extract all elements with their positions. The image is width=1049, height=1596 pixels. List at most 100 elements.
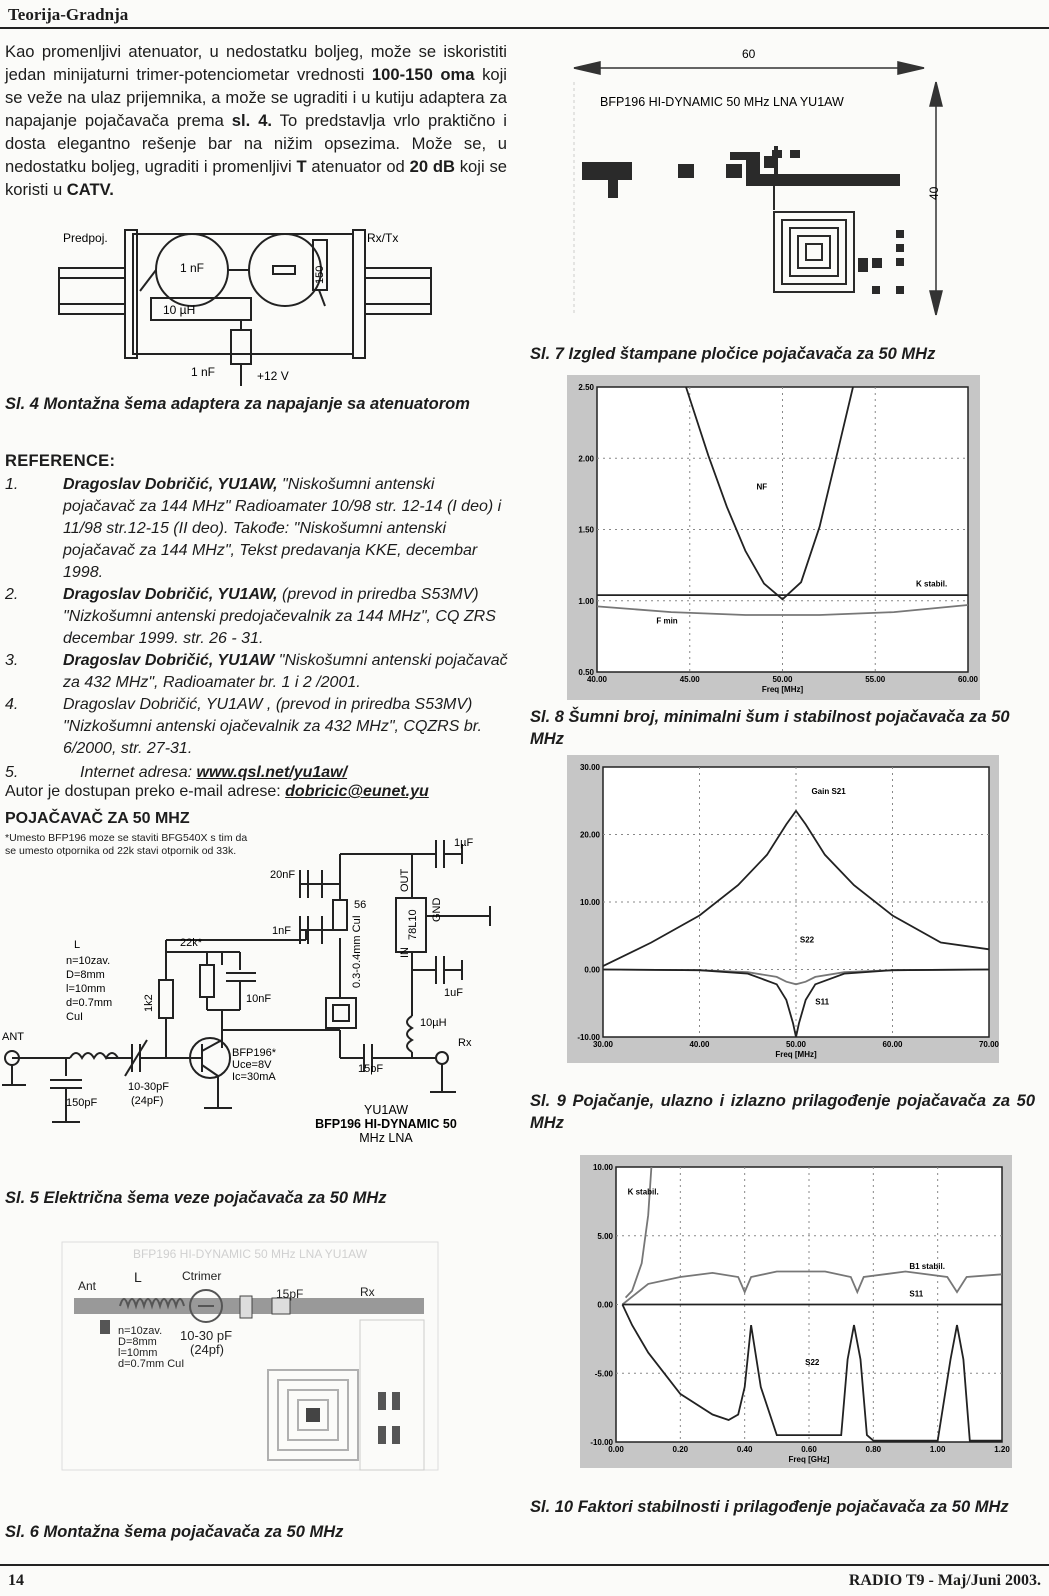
reference-item: 3.Dragoslav Dobričić, YU1AW "Niskošumni … [5, 652, 508, 691]
fig4-cap2-label: 1 nF [191, 365, 215, 379]
fig6-ant-label: Ant [78, 1279, 97, 1293]
x-tick-label: 50.00 [786, 1040, 807, 1049]
fig5-title: MHz LNA [359, 1131, 413, 1145]
fig5-r1k2-label: 1k2 [143, 994, 155, 1012]
series-line [602, 968, 990, 986]
series-label: S22 [805, 1358, 820, 1367]
fig6-ghost-header: BFP196 HI-DYNAMIC 50 MHz LNA YU1AW [133, 1247, 368, 1261]
series-line [624, 1166, 653, 1299]
series-line [596, 604, 969, 616]
fig5-c1uf-label: 1uF [444, 987, 463, 999]
fig6-ctrimer-label: Ctrimer [182, 1269, 221, 1283]
fig5-l10uh-label: 10µH [420, 1017, 447, 1029]
x-tick-label: 50.00 [772, 675, 793, 684]
header-rule [0, 27, 1049, 29]
x-tick-label: 55.00 [865, 675, 886, 684]
section-header: Teorija-Gradnja [8, 5, 129, 24]
fig5-reg-out: OUT [399, 869, 411, 893]
x-tick-label: 60.00 [958, 675, 979, 684]
fig6-l-label: L [134, 1269, 142, 1285]
fig5-l-spec: D=8mm [66, 969, 105, 981]
fig7-dim-height: 40 [927, 186, 941, 200]
fig5-transistor-label: BFP196* [232, 1047, 277, 1059]
fig4-label-in: Predpoj. [63, 231, 108, 245]
fig6-rx-label: Rx [360, 1285, 375, 1299]
fig5-ant-label: ANT [2, 1031, 24, 1043]
x-axis-label: Freq [MHz] [762, 685, 804, 694]
fig5-ctrim2-label: (24pF) [131, 1095, 163, 1107]
fig5-l-spec: n=10zav. [66, 955, 110, 967]
fig5-title: BFP196 HI-DYNAMIC 50 [315, 1117, 457, 1131]
fig5-c150-label: 150pF [66, 1097, 97, 1109]
series-label: K stabil. [916, 580, 947, 589]
series-label: K stabil. [628, 1188, 659, 1197]
website-link[interactable]: www.qsl.net/yu1aw/ [196, 764, 348, 781]
fig9-caption: Sl. 9 Pojačanje, ulazno i izlazno prilag… [530, 1092, 1035, 1132]
fig4-caption: Sl. 4 Montažna šema adaptera za napajanj… [5, 395, 470, 413]
fig6-spec: d=0.7mm CuI [118, 1358, 184, 1370]
reference-item: 4.Dragoslav Dobričić, YU1AW , (prevod in… [5, 696, 482, 757]
fig6-spec: l=10mm [118, 1347, 157, 1359]
fig5-transistor-label: Uce=8V [232, 1059, 272, 1071]
x-tick-label: 60.00 [882, 1040, 903, 1049]
fig5-c20nf-label: 20nF [270, 869, 295, 881]
x-tick-label: 1.20 [994, 1445, 1010, 1454]
y-tick-label: 2.00 [578, 454, 594, 463]
fig7-board-title: BFP196 HI-DYNAMIC 50 MHz LNA YU1AW [600, 95, 844, 109]
fig5-r56-label: 56 [354, 899, 366, 911]
fig5-schematic: ANT Rx L n=10zav. D=8mm l=10mm d=0.7mm C… [2, 837, 491, 1145]
fig4-res-label: 150 [314, 266, 326, 284]
fig5-l-label: L [74, 939, 80, 951]
fig5-rx-label: Rx [458, 1037, 472, 1049]
fig5-c1uf-label: 1µF [454, 837, 473, 849]
fig5-l-spec: CuI [66, 1011, 83, 1023]
y-tick-label: 10.00 [593, 1163, 614, 1172]
y-tick-label: -10.00 [577, 1033, 600, 1042]
series-line [685, 386, 854, 601]
y-tick-label: -10.00 [590, 1438, 613, 1447]
fig6-c15-label: 15pF [276, 1287, 303, 1301]
fig7-dim-width: 60 [742, 47, 756, 61]
x-tick-label: 40.00 [587, 675, 608, 684]
x-tick-label: 30.00 [593, 1040, 614, 1049]
fig5-c15pf-label: 15pF [358, 1063, 383, 1075]
email-link[interactable]: dobricic@eunet.yu [285, 783, 429, 800]
fig7-pcb-layout: 60 40 BFP196 HI-DYNAMIC 50 MHz LNA YU1AW [573, 47, 943, 316]
references-title: REFERENCE: [5, 452, 116, 470]
series-line [602, 809, 990, 967]
fig5-c1nf-label: 1nF [272, 925, 291, 937]
fig5-reg-gnd: GND [431, 898, 443, 923]
fig5-l-spec: d=0.7mm [66, 997, 112, 1009]
fig5-l-spec: l=10mm [66, 983, 105, 995]
y-tick-label: 1.00 [578, 597, 594, 606]
series-label: Gain S21 [811, 787, 846, 796]
section-title: POJAČAVAČ ZA 50 MHZ [5, 810, 190, 827]
fig6-trim2-label: (24pf) [190, 1342, 224, 1357]
x-tick-label: 0.20 [673, 1445, 689, 1454]
fig6-trim-label: 10-30 pF [180, 1328, 232, 1343]
y-tick-label: 10.00 [580, 898, 601, 907]
y-tick-label: 1.50 [578, 526, 594, 535]
y-tick-label: 0.00 [584, 966, 600, 975]
fig4-ind-label: 10 µH [163, 303, 195, 317]
fig9-graph-frame: 30.00 40.00 50.00 60.00 70.00 -10.00 0.00 10.00… [567, 755, 1000, 1063]
x-tick-label: 70.00 [979, 1040, 999, 1049]
fig5-wire-label: 0.3-0.4mm CuI [351, 915, 363, 988]
fig4-label-out: Rx/Tx [367, 231, 398, 245]
x-axis-label: Freq [GHz] [789, 1455, 830, 1464]
x-tick-label: 40.00 [689, 1040, 710, 1049]
fig5-title: YU1AW [364, 1103, 408, 1117]
fig5-r22k-label: 22k* [180, 937, 203, 949]
fig8-caption: Sl. 8 Šumni broj, minimalni šum i stabil… [530, 708, 1010, 748]
series-line [602, 968, 990, 1038]
y-tick-label: 30.00 [580, 763, 601, 772]
intro-paragraph: Kao promenljivi atenuator, u nedostatku … [5, 42, 507, 199]
page-number: 14 [8, 1572, 24, 1589]
magazine-issue: RADIO T9 - Maj/Juni 2003. [848, 1572, 1041, 1589]
y-tick-label: -5.00 [595, 1369, 614, 1378]
reference-item: 2.Dragoslav Dobričić, YU1AW, (prevod in … [5, 586, 496, 647]
